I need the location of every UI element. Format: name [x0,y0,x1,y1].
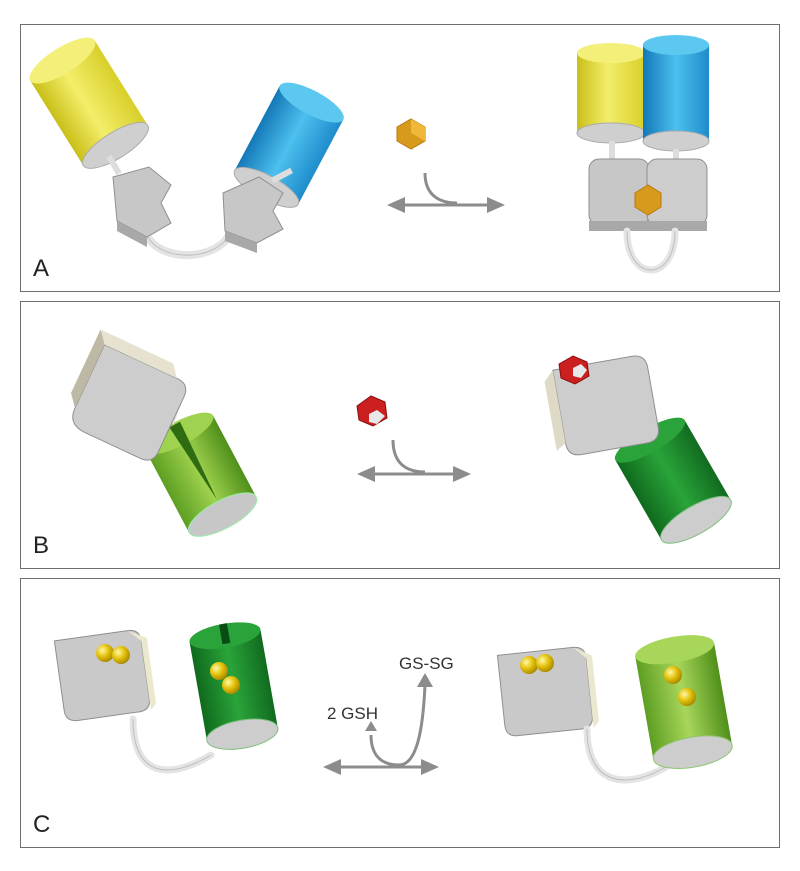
linker-tube-a-right [623,227,679,274]
reactant-label: 2 GSH [327,704,378,723]
gray-domain-c-left [53,629,157,722]
linker-tube-c-left [129,715,215,774]
panel-label-a: A [33,255,50,282]
green-cylinder-c-left [189,622,279,750]
thiol-sphere [678,688,696,706]
panel-c-art: GS-SG 2 GSH [53,622,733,784]
thiol-sphere [222,676,240,694]
thiol-sphere [210,662,228,680]
red-ligand-b [356,395,388,427]
thiol-sphere [536,654,554,672]
blue-cylinder-right [642,35,710,152]
equilibrium-arrow-a [399,172,493,207]
yellow-cylinder-left [29,37,149,169]
panel-b-art [71,329,732,544]
thiol-sphere [664,666,682,684]
panel-b: B [20,301,780,569]
orange-ligand-bound [634,184,662,216]
thiol-sphere [520,656,538,674]
red-ligand-bound [558,355,590,385]
thiol-sphere [96,644,114,662]
yellow-cylinder-right [576,43,646,144]
equilibrium-arrow-c [335,684,427,769]
gray-domain-closed [588,158,708,231]
panel-label-c: C [33,811,51,838]
panel-a: A [20,24,780,292]
panel-label-b: B [33,532,50,559]
gray-domain-b-left [71,329,187,461]
gray-domain-right-a [222,176,284,253]
equilibrium-arrow-b [369,439,459,476]
panel-c: GS-SG 2 GSH C [20,578,780,848]
panel-a-art [29,35,710,274]
gray-domain-left-a [112,166,172,247]
thiol-sphere [112,646,130,664]
orange-ligand-a [396,118,426,150]
product-label: GS-SG [399,654,454,673]
